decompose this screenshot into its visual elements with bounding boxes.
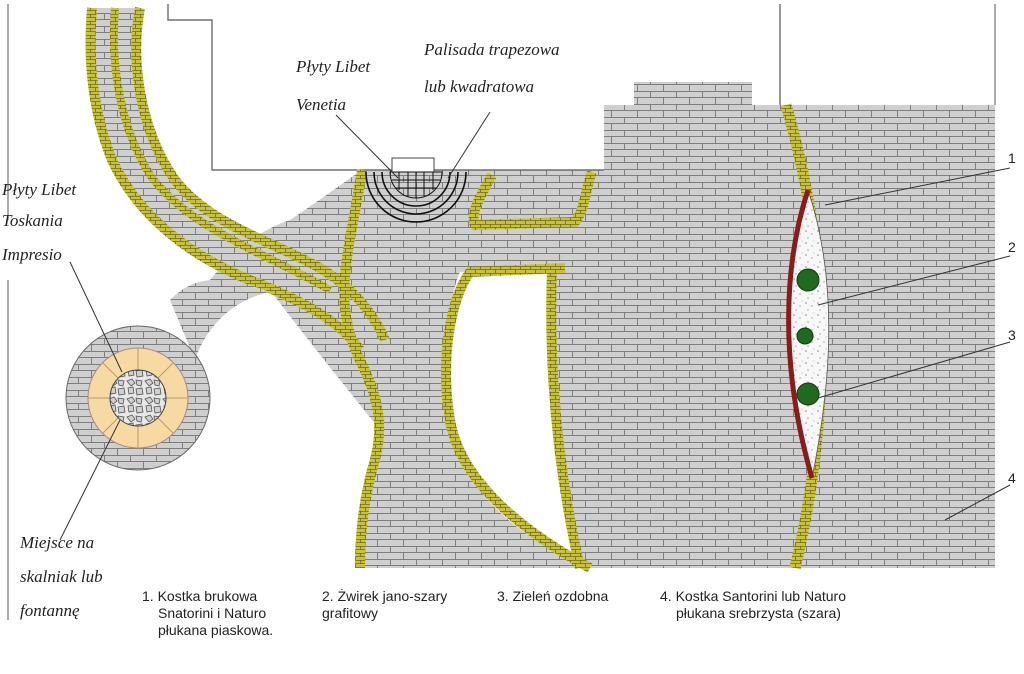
label-libet-toskania-line-3: Impresio [1,245,62,264]
entry-step [391,157,435,173]
label-libet-venetia: Płyty Libet Venetia [295,57,374,114]
legend-item-4-line-1: 4. Kostka Santorini lub Naturo [660,588,846,604]
greenery-shrub-3 [796,382,820,406]
label-libet-toskania-line-2: Toskania [2,211,63,230]
greenery-shrub-2 [796,327,814,345]
legend-item-1: 1. Kostka brukowa Snatorini i Naturo płu… [142,588,273,639]
circle-plaza-connector [170,280,270,360]
label-skalniak-line-3: fontannę [20,601,80,620]
legend-item-1-line-3: płukana piaskowa. [158,622,274,638]
label-palisada-line-2: lub kwadratowa [424,77,534,96]
palisade-grid [389,171,443,199]
label-libet-toskania-line-1: Płyty Libet [1,180,77,199]
label-libet-venetia-line-1: Płyty Libet [295,57,371,76]
main-paving-area [195,82,995,568]
legend-item-4: 4. Kostka Santorini lub Naturo płukana s… [660,588,846,622]
legend-item-2-line-2: grafitowy [322,605,379,621]
label-skalniak-line-2: skalniak lub [20,567,103,586]
callout-1: 1 [1008,150,1016,166]
greenery-shrub-1 [796,268,820,292]
rockery-spot [109,369,167,427]
legend-item-2-line-1: 2. Żwirek jano-szary [322,588,448,604]
legend-item-4-line-2: płukana srebrzysta (szara) [676,605,841,621]
label-skalniak-line-1: Miejsce na [19,533,94,552]
palisade-edge [786,189,815,479]
callout-2: 2 [1008,239,1016,255]
label-libet-toskania: Płyty Libet Toskania Impresio [1,180,80,264]
venetia-semicircles [365,171,467,223]
callout-3: 3 [1008,327,1016,343]
callout-4: 4 [1008,470,1016,486]
label-skalniak: Miejsce na skalniak lub fontannę [19,533,107,620]
legend-item-1-line-1: 1. Kostka brukowa [142,588,258,604]
building-outline [167,4,781,171]
legend-item-3-line-1: 3. Zieleń ozdobna [497,588,609,604]
label-libet-venetia-line-2: Venetia [296,95,346,114]
legend-item-1-line-2: Snatorini i Naturo [158,605,267,621]
label-palisada-line-1: Palisada trapezowa [423,40,560,59]
legend-item-2: 2. Żwirek jano-szary grafitowy [322,588,447,622]
label-palisada: Palisada trapezowa lub kwadratowa [423,40,564,96]
legend-item-3: 3. Zieleń ozdobna [497,588,608,605]
